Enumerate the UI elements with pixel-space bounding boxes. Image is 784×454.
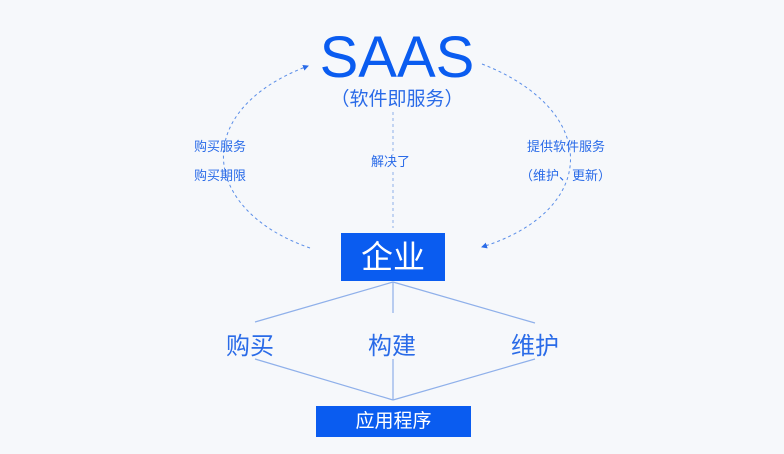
left-dashed-arrow bbox=[223, 64, 311, 249]
activity-build: 构建 bbox=[368, 332, 416, 360]
saas-title: SAAS bbox=[319, 25, 475, 90]
activity-buy: 购买 bbox=[226, 332, 274, 360]
right-label-1: 提供软件服务 bbox=[527, 140, 606, 155]
left-label-1: 购买服务 bbox=[194, 140, 247, 155]
saas-subtitle: （软件即服务） bbox=[330, 88, 464, 110]
enterprise-box: 企业 bbox=[341, 233, 445, 281]
activity-maintain: 维护 bbox=[511, 332, 559, 360]
left-label-2: 购买期限 bbox=[194, 169, 247, 184]
application-box: 应用程序 bbox=[316, 406, 471, 437]
center-label: 解决了 bbox=[371, 155, 411, 171]
right-label-2: （维护、更新） bbox=[520, 169, 612, 184]
